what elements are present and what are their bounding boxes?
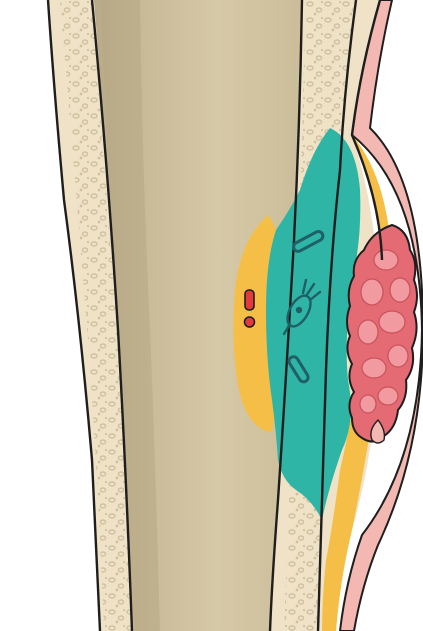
- alert-icon: [245, 290, 255, 327]
